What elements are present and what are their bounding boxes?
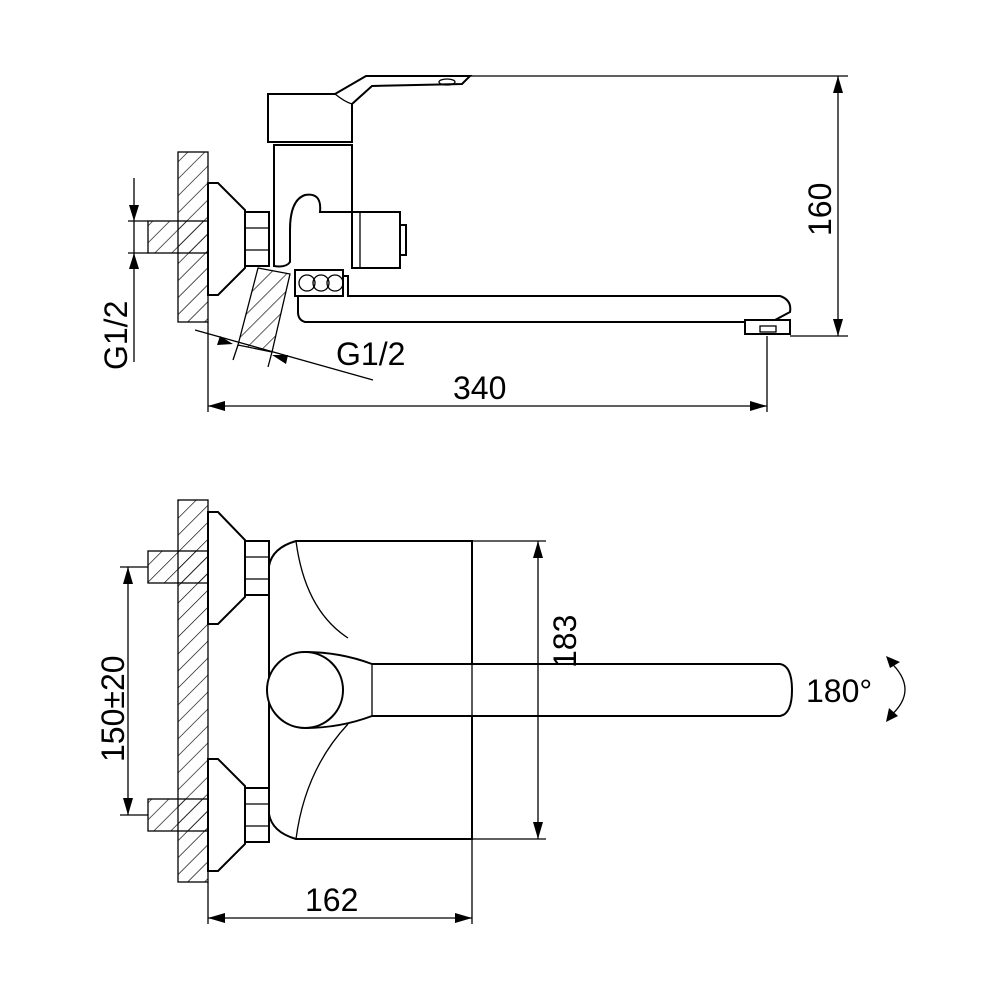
height-dimension-label: 160 — [802, 183, 838, 236]
valve-body-side — [273, 144, 353, 268]
outlet-thread-label: G1/2 — [336, 336, 405, 372]
swivel-ring-side — [294, 269, 344, 297]
hex-nut-lower — [244, 787, 270, 843]
cartridge-block-side — [351, 211, 401, 269]
cartridge-cap-top — [266, 651, 344, 729]
inlet-pipe-side — [147, 220, 209, 254]
escutcheon-upper — [207, 511, 246, 625]
hex-nut-upper — [244, 540, 270, 596]
eccentric-arm-side — [237, 267, 291, 353]
hex-nut-side — [244, 211, 270, 267]
top-view: 150±20 183 162 180° — [95, 499, 906, 924]
depth-dimension-label: 183 — [547, 615, 583, 668]
rotation-arrow — [887, 659, 906, 719]
centers-dimension-label: 150±20 — [95, 655, 131, 762]
inlet-thread-label: G1/2 — [98, 301, 134, 370]
inlet-pipe-lower — [147, 798, 209, 832]
length-dimension-label: 340 — [453, 370, 506, 406]
rotation-label: 180° — [806, 673, 872, 709]
inlet-pipe-upper — [147, 550, 209, 584]
spout-side — [297, 275, 792, 323]
lever-handle-top — [304, 650, 794, 730]
aerator-side — [744, 319, 791, 335]
lever-handle-side — [267, 75, 473, 143]
side-view: G1/2 G1/2 160 340 — [98, 75, 848, 412]
reach-dimension-label: 162 — [305, 882, 358, 918]
escutcheon-lower — [207, 758, 246, 872]
escutcheon-side — [207, 182, 246, 296]
